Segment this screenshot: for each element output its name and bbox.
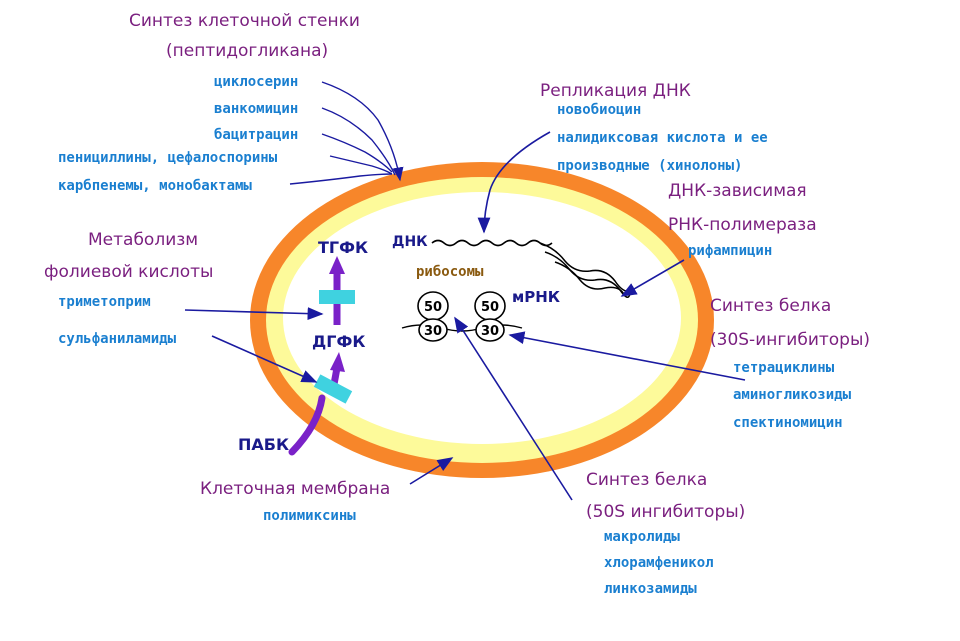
- sulfonamides-arrow: [211, 335, 318, 383]
- ribosome-1: 50 30: [417, 291, 449, 342]
- folate-title-2: фолиевой кислоты: [44, 262, 213, 282]
- membrane-drug-1: полимиксины: [263, 508, 356, 524]
- enzyme-block-bottom: [313, 374, 353, 404]
- protein-50s-title-1: Синтез белка: [586, 470, 707, 490]
- dna-replication-title: Репликация ДНК: [540, 81, 691, 101]
- rna-polymerase-title-2: РНК-полимераза: [668, 215, 817, 235]
- ribosomes-label: рибосомы: [416, 264, 484, 280]
- cell-wall-drug-1: циклосерин: [214, 74, 298, 90]
- dna-coil-1: [539, 242, 631, 293]
- protein-30s-title-1: Синтез белка: [710, 296, 831, 316]
- rna-polymerase-title-1: ДНК-зависимая: [668, 181, 807, 201]
- protein-30s-drug-3: спектиномицин: [733, 415, 843, 431]
- rna-polymerase-drug-1: рифампицин: [688, 243, 772, 259]
- pabk-curve: [288, 394, 326, 456]
- dgfk-label: ДГФК: [312, 332, 365, 351]
- protein-30s-drug-1: тетрациклины: [733, 360, 835, 376]
- cell-wall-bracket-3: [321, 133, 393, 173]
- ribosome-1-small: 30: [424, 324, 442, 339]
- protein-50s-drug-1: макролиды: [604, 529, 680, 545]
- cell-wall-bracket-1: [321, 81, 404, 182]
- cell-wall-drug-5: карбпенемы, монобактамы: [58, 178, 252, 194]
- protein-50s-arrow: [454, 316, 573, 501]
- folate-title-1: Метаболизм: [88, 230, 198, 250]
- cell-wall-bracket-4: [329, 155, 393, 175]
- enzyme-block-top: [319, 290, 355, 304]
- dna-label: ДНК: [392, 234, 428, 250]
- pabk-label: ПАБК: [238, 435, 289, 454]
- protein-30s-drug-2: аминогликозиды: [733, 387, 852, 403]
- rna-polymerase-arrow: [620, 259, 685, 297]
- dna-replication-drug-3: производные (хинолоны): [557, 158, 742, 174]
- cell-wall-title-2: (пептидогликана): [166, 41, 328, 61]
- tgfk-label: ТГФК: [318, 238, 368, 257]
- membrane-arrow: [409, 457, 454, 485]
- dna-replication-arrow: [477, 131, 551, 234]
- ribosome-2-small: 30: [481, 324, 499, 339]
- cell-wall-title-1: Синтез клеточной стенки: [129, 11, 360, 31]
- mrna-label: мРНК: [512, 288, 561, 306]
- dna-coil-3: [554, 261, 626, 297]
- ribosome-1-large: 50: [424, 300, 442, 315]
- dna-replication-drug-2: налидиксовая кислота и ее: [557, 130, 768, 146]
- folate-drug-1: триметоприм: [58, 294, 151, 310]
- ribosome-2-large: 50: [481, 300, 499, 315]
- protein-50s-title-2: (50S ингибиторы): [586, 502, 745, 522]
- protein-30s-arrow: [508, 331, 746, 381]
- cell-wall-bracket-2: [321, 107, 396, 176]
- protein-50s-drug-3: линкозамиды: [604, 581, 697, 597]
- protein-50s-drug-2: хлорамфеникол: [604, 555, 714, 571]
- cell-wall-bracket-5: [289, 173, 393, 185]
- cell-wall-drug-3: бацитрацин: [214, 127, 298, 143]
- dgfk-to-tgfk-arrowhead: [329, 256, 345, 274]
- pabk-to-dgfk-arrowhead: [330, 352, 345, 372]
- membrane-title: Клеточная мембрана: [200, 479, 390, 499]
- trimethoprim-arrow: [184, 307, 324, 320]
- ribosome-2: 50 30: [474, 291, 506, 342]
- dna-strand-chain: [431, 239, 553, 247]
- protein-30s-title-2: (30S-ингибиторы): [710, 330, 870, 350]
- cell-wall-drug-2: ванкомицин: [214, 101, 298, 117]
- cell-wall-drug-4: пенициллины, цефалоспорины: [58, 150, 278, 166]
- folate-drug-2: сульфаниламиды: [58, 331, 177, 347]
- dna-replication-drug-1: новобиоцин: [557, 102, 641, 118]
